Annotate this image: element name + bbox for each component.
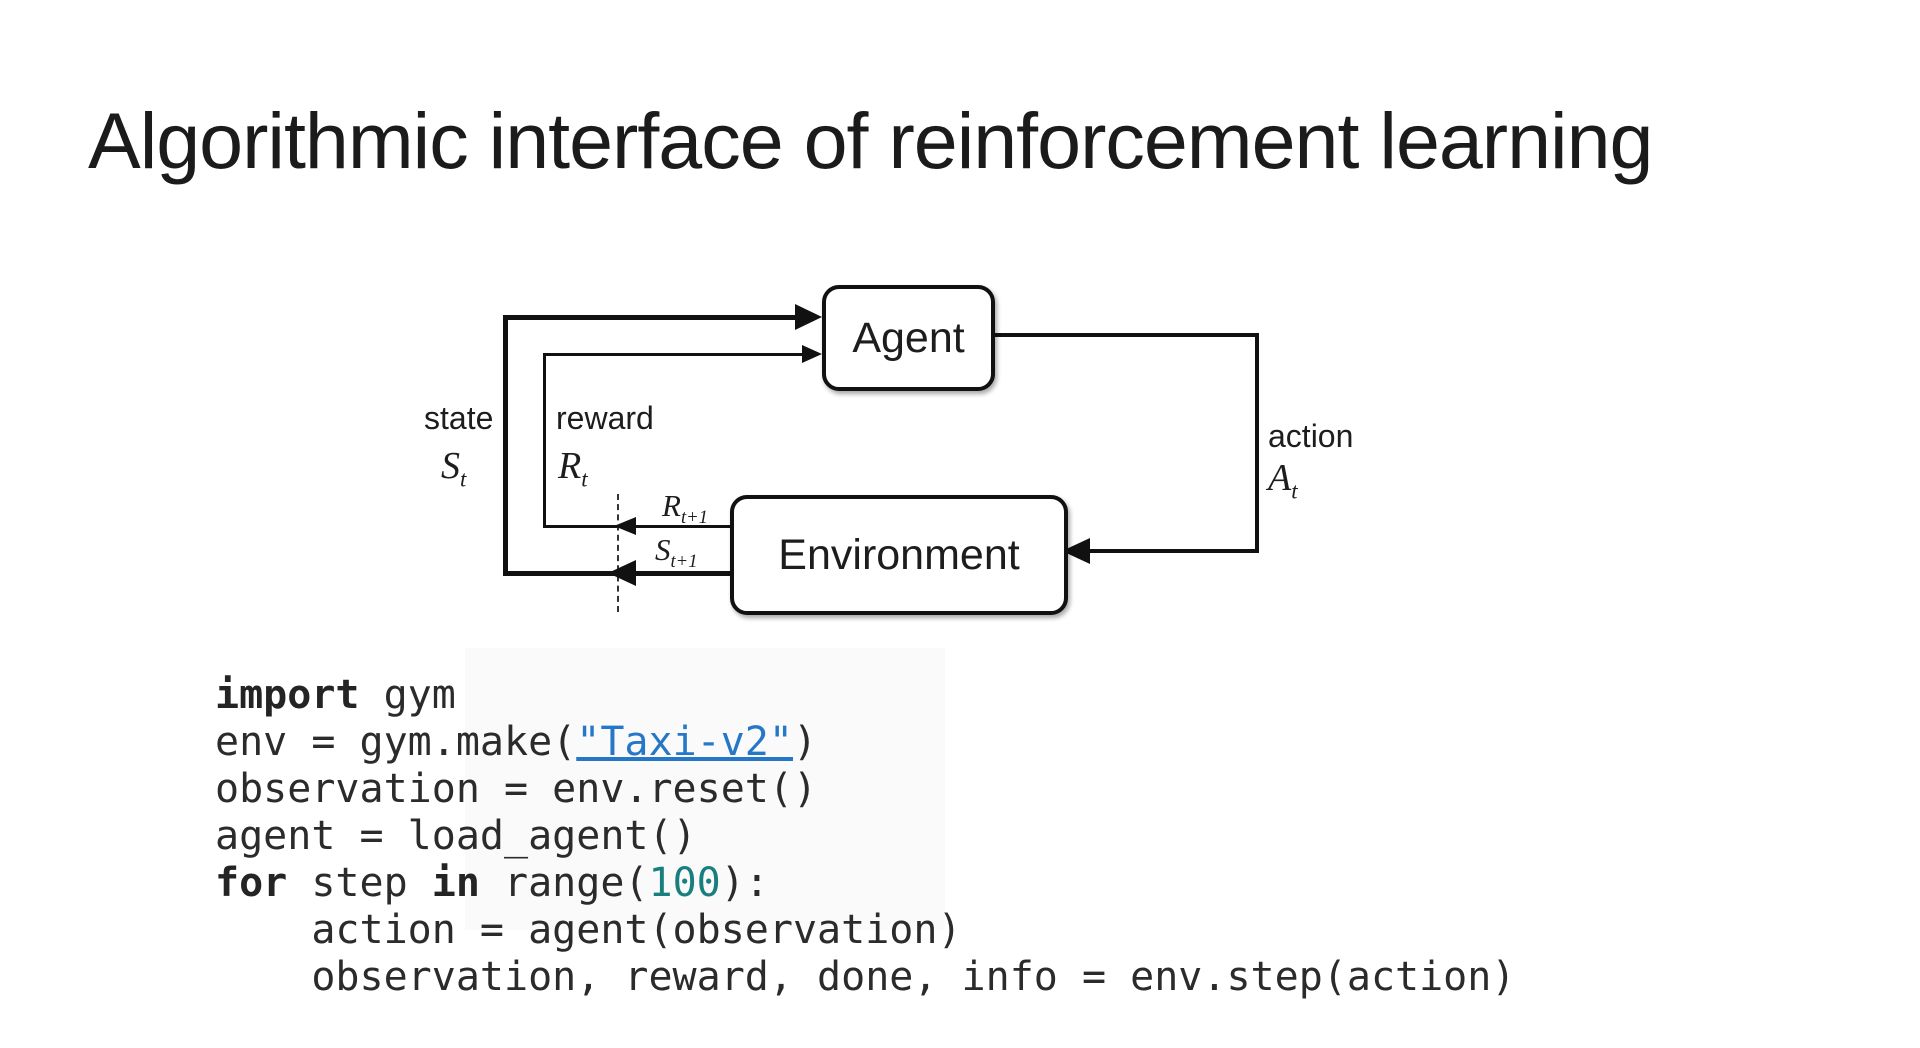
code-text: agent = load_agent() [215,813,697,859]
reward-label: reward [556,400,654,436]
next-reward-arrowhead-icon [614,517,636,535]
code-keyword: import [215,672,360,718]
action-line-bottom [1062,549,1259,553]
environment-box: Environment [730,495,1068,615]
code-line: agent = load_agent() [215,813,1515,860]
code-line: env = gym.make("Taxi-v2") [215,719,1515,766]
action-line-vertical [1255,333,1259,553]
code-keyword: for [215,860,288,906]
code-text: step [287,860,432,906]
code-text: ) [792,719,818,765]
reward-line-bottom [543,525,733,528]
reward-line-vertical [543,353,546,528]
state-symbol: St [441,445,467,492]
code-line: action = agent(observation) [215,907,1515,954]
code-text: gym [359,672,456,718]
code-text: range( [479,860,649,906]
code-keyword: in [431,860,480,906]
code-text: ): [720,860,769,906]
slide-title: Algorithmic interface of reinforcement l… [88,95,1653,185]
reward-line-top [543,353,806,356]
code-image-background [465,648,945,930]
code-line: import gym [215,672,1515,719]
code-text: env = gym.make( [215,719,577,765]
state-line-vertical [503,315,508,576]
code-line: for step in range(100): [215,860,1515,907]
code-text: observation, reward, done, info = env.st… [215,954,1516,1000]
code-line: observation = env.reset() [215,766,1515,813]
next-state-arrowhead-icon [608,560,636,586]
agent-box: Agent [822,285,995,391]
taxi-v2-link[interactable]: "Taxi-v2" [576,719,793,765]
action-label: action [1268,418,1354,454]
state-line-top [503,315,803,320]
reward-arrowhead-icon [802,345,822,363]
environment-label: Environment [778,530,1020,579]
next-reward-symbol: Rt+1 [662,488,708,529]
reward-symbol: Rt [558,445,588,492]
code-text: action = agent(observation) [215,907,962,953]
action-symbol: At [1268,457,1298,504]
timestep-boundary-dashed-line [617,494,619,612]
code-line: observation, reward, done, info = env.st… [215,954,1515,1001]
next-state-symbol: St+1 [655,532,698,573]
state-arrowhead-icon [795,304,822,330]
code-text: observation = env.reset() [215,766,818,812]
code-number: 100 [648,860,721,906]
action-line-top [987,333,1259,337]
state-label: state [424,400,494,436]
agent-label: Agent [852,313,965,362]
